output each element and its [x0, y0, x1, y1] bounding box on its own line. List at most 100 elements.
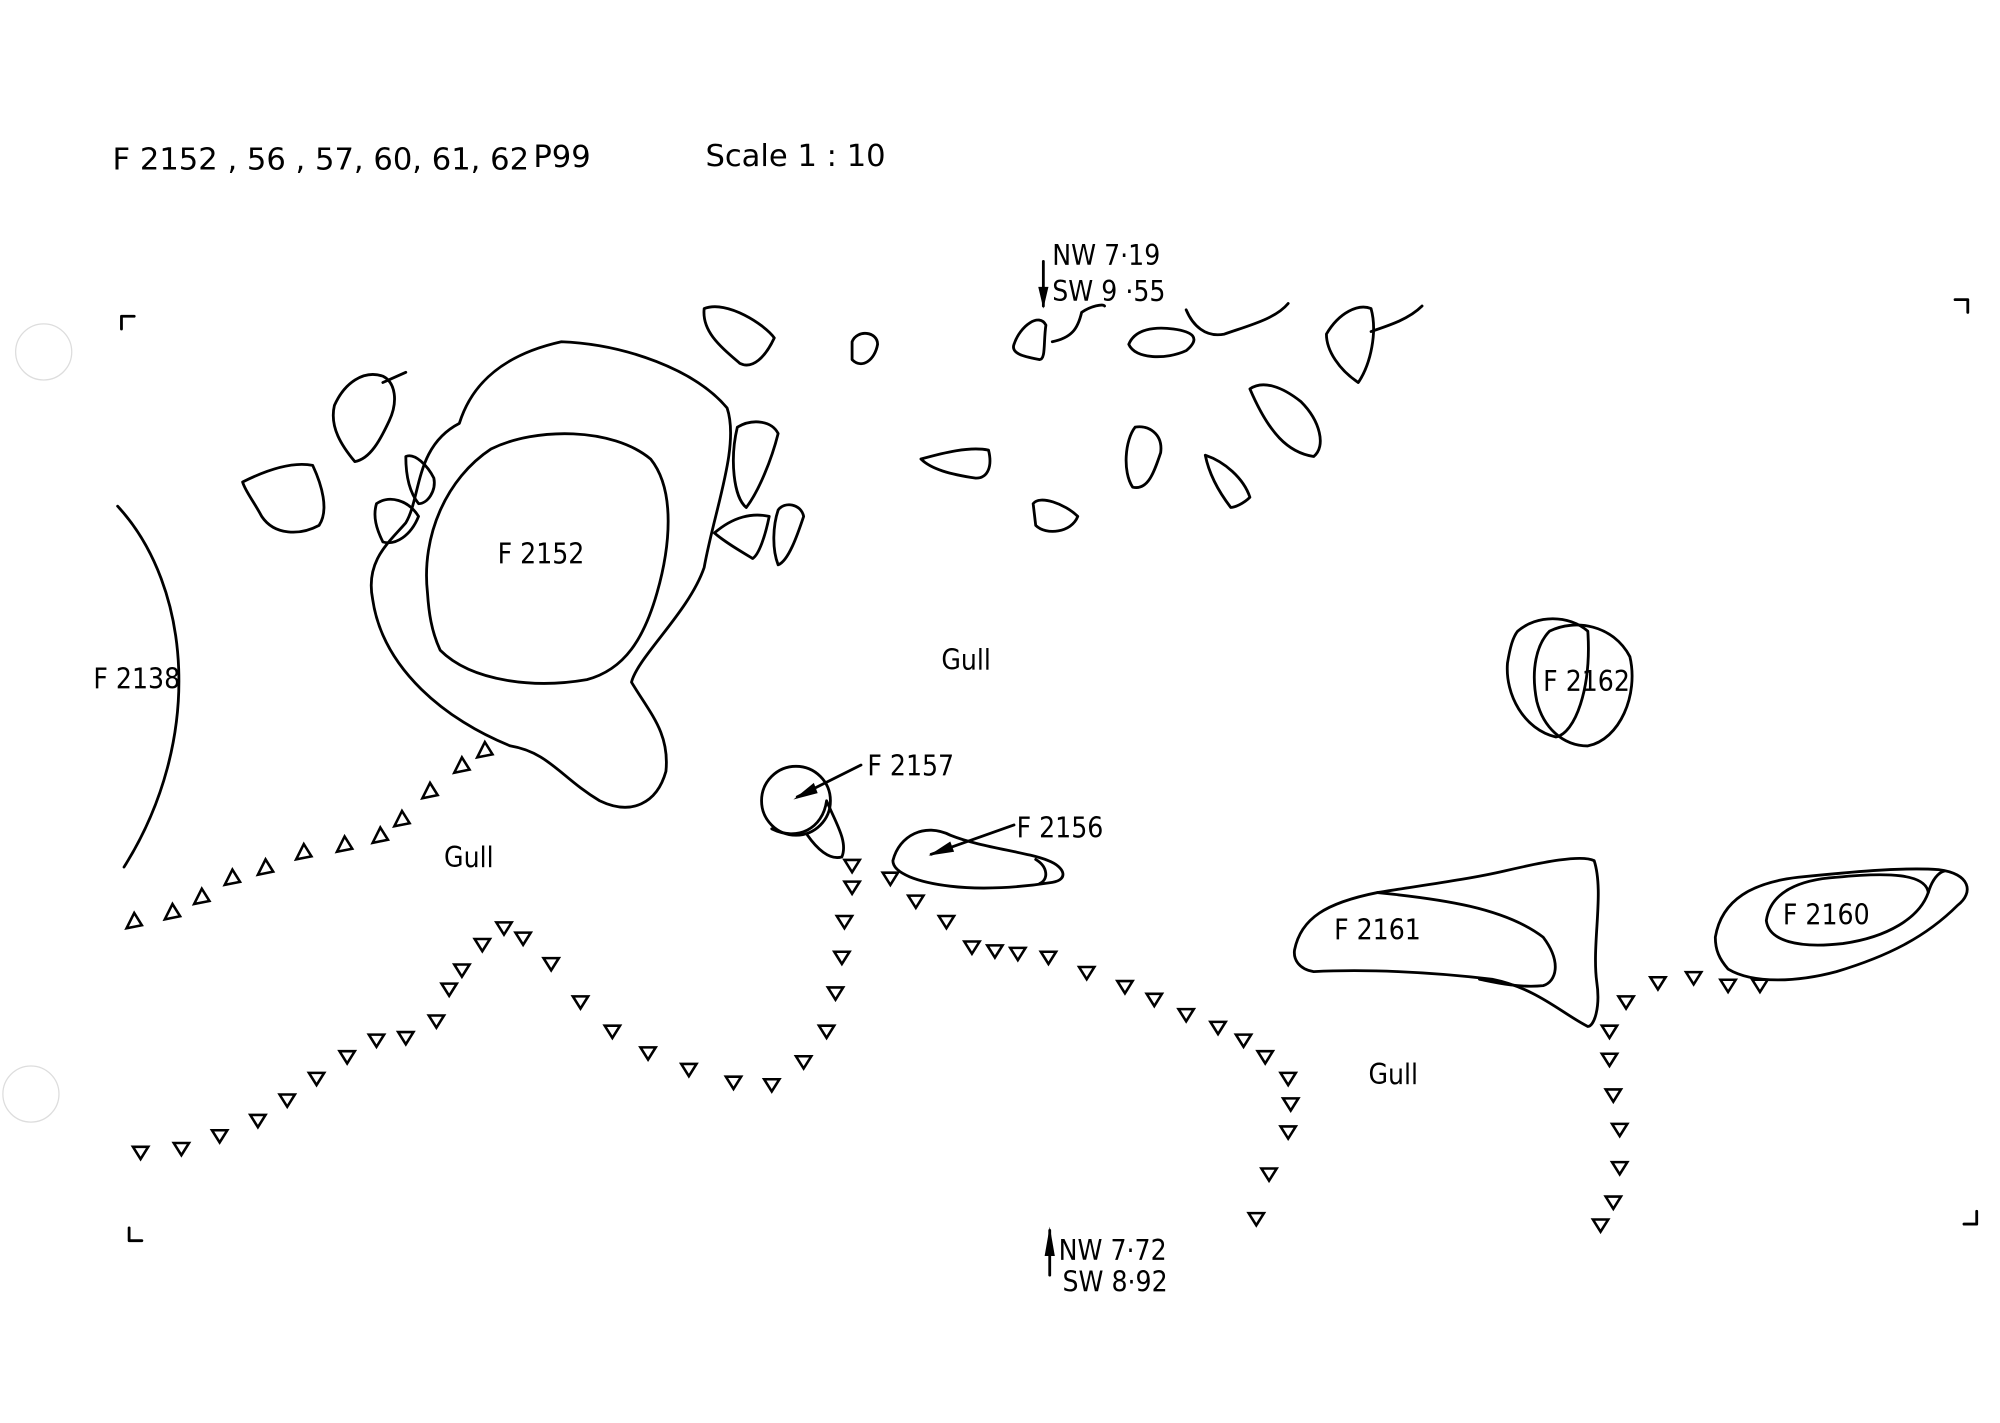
hachure-triangle — [130, 1145, 151, 1162]
hachure-triangle — [366, 1033, 387, 1050]
gull-edge-hachures — [124, 739, 1770, 1235]
hachure-triangle — [1599, 1024, 1620, 1041]
scale-label: Scale 1 : 10 — [705, 139, 885, 174]
hachure-triangle — [1683, 970, 1704, 987]
hachure-triangle — [1233, 1033, 1254, 1050]
hachure-triangle — [277, 1093, 298, 1110]
hachure-triangle — [439, 982, 460, 999]
hachure-triangle — [761, 1077, 782, 1094]
hachure-triangle — [1603, 1195, 1624, 1212]
hachure-triangle — [124, 910, 144, 931]
hachure-triangle — [247, 1113, 268, 1130]
hachure-triangle — [1076, 965, 1097, 982]
svg-text:F 2152: F 2152 — [498, 538, 585, 571]
feature-f2138: F 2138 — [93, 504, 181, 869]
feature-f2152: F 2152 — [369, 340, 732, 809]
hachure-triangle — [880, 871, 901, 888]
gull-label: Gull — [941, 643, 991, 676]
corner-mark-br — [1962, 1209, 1979, 1226]
hachure-triangle — [793, 1055, 814, 1071]
svg-text:F 2160: F 2160 — [1783, 898, 1870, 931]
hachure-triangle — [1007, 946, 1028, 963]
hachure-triangle — [337, 1049, 358, 1066]
hachure-triangle — [472, 937, 493, 954]
hachure-triangle — [420, 780, 440, 800]
feature-f2157: F 2157 — [760, 749, 954, 859]
svg-text:F 2161: F 2161 — [1334, 914, 1421, 947]
hachure-triangle — [209, 1128, 230, 1145]
plan-number: P99 — [533, 140, 590, 175]
svg-text:F 2138: F 2138 — [93, 663, 180, 696]
hachure-triangle — [171, 1141, 192, 1158]
hachure-triangle — [1599, 1052, 1620, 1069]
gull-label: Gull — [444, 841, 494, 874]
hachure-triangle — [191, 886, 212, 906]
hachure-triangle — [513, 931, 534, 948]
hachure-triangle — [825, 986, 846, 1003]
hachure-triangle — [1278, 1071, 1299, 1088]
feature-f2156: F 2156 — [891, 812, 1104, 890]
svg-text:F 2162: F 2162 — [1543, 665, 1630, 698]
hachure-triangle — [474, 739, 495, 760]
hachure-triangle — [162, 901, 183, 922]
punch-hole — [14, 323, 73, 381]
datum-point-top: NW 7·19 SW 9 ·55 — [1038, 239, 1165, 309]
hachure-triangle — [334, 833, 355, 854]
hachure-triangle — [1246, 1211, 1267, 1228]
hachure-triangle — [392, 808, 412, 829]
svg-text:F 2156: F 2156 — [1017, 812, 1104, 845]
hachure-triangle — [1280, 1097, 1301, 1114]
corner-mark-bl — [127, 1226, 144, 1243]
hachure-triangle — [1609, 1122, 1630, 1139]
hachure-triangle — [1603, 1088, 1624, 1105]
svg-text:NW 7·72: NW 7·72 — [1059, 1234, 1167, 1267]
punch-hole — [2, 1065, 60, 1123]
hachure-triangle — [1609, 1160, 1630, 1177]
hachure-triangle — [1647, 975, 1668, 992]
hachure-triangle — [816, 1024, 837, 1041]
feature-f2160: F 2160 — [1713, 867, 1969, 982]
hachure-triangle — [451, 963, 472, 980]
hachure-triangle — [842, 880, 863, 897]
hachure-triangle — [834, 914, 855, 931]
hachure-triangle — [1718, 978, 1739, 995]
hachure-triangle — [1038, 950, 1059, 967]
hachure-triangle — [541, 956, 562, 973]
hachure-triangle — [984, 944, 1005, 960]
hachure-triangle — [1590, 1218, 1611, 1235]
svg-text:F 2157: F 2157 — [867, 749, 954, 782]
hachure-triangle — [1208, 1020, 1228, 1037]
hachure-triangle — [222, 867, 243, 887]
hachure-triangle — [1750, 978, 1770, 995]
hachure-triangle — [1176, 1007, 1197, 1024]
svg-text:NW 7·19: NW 7·19 — [1052, 239, 1160, 272]
svg-text:SW 9 ·55: SW 9 ·55 — [1052, 275, 1165, 308]
feature-list-title: F 2152 , 56 , 57, 60, 61, 62 — [113, 143, 530, 178]
hachure-triangle — [678, 1062, 699, 1079]
hachure-triangle — [255, 856, 276, 877]
hachure-triangle — [1278, 1125, 1299, 1142]
hachure-triangle — [451, 754, 472, 775]
hachure-triangle — [1616, 995, 1637, 1012]
hachure-triangle — [494, 921, 514, 938]
corner-mark-tr — [1953, 298, 1970, 314]
datum-point-bottom: NW 7·72 SW 8·92 — [1044, 1226, 1168, 1299]
hachure-triangle — [306, 1071, 327, 1088]
hachure-triangle — [723, 1075, 744, 1092]
hachure-triangle — [293, 841, 314, 862]
hachure-triangle — [936, 914, 957, 931]
gull-label: Gull — [1369, 1058, 1419, 1091]
corner-mark-tl — [120, 314, 136, 331]
hachure-triangle — [426, 1014, 447, 1031]
feature-f2162: F 2162 — [1505, 617, 1634, 748]
hachure-triangle — [370, 824, 391, 845]
stones — [241, 302, 1424, 567]
hachure-triangle — [638, 1046, 659, 1063]
hachure-triangle — [1255, 1049, 1276, 1066]
hachure-triangle — [1259, 1167, 1279, 1184]
hachure-triangle — [905, 894, 926, 911]
feature-f2161: F 2161 — [1292, 856, 1600, 1028]
svg-text:SW 8·92: SW 8·92 — [1062, 1266, 1167, 1299]
hachure-triangle — [395, 1030, 416, 1047]
